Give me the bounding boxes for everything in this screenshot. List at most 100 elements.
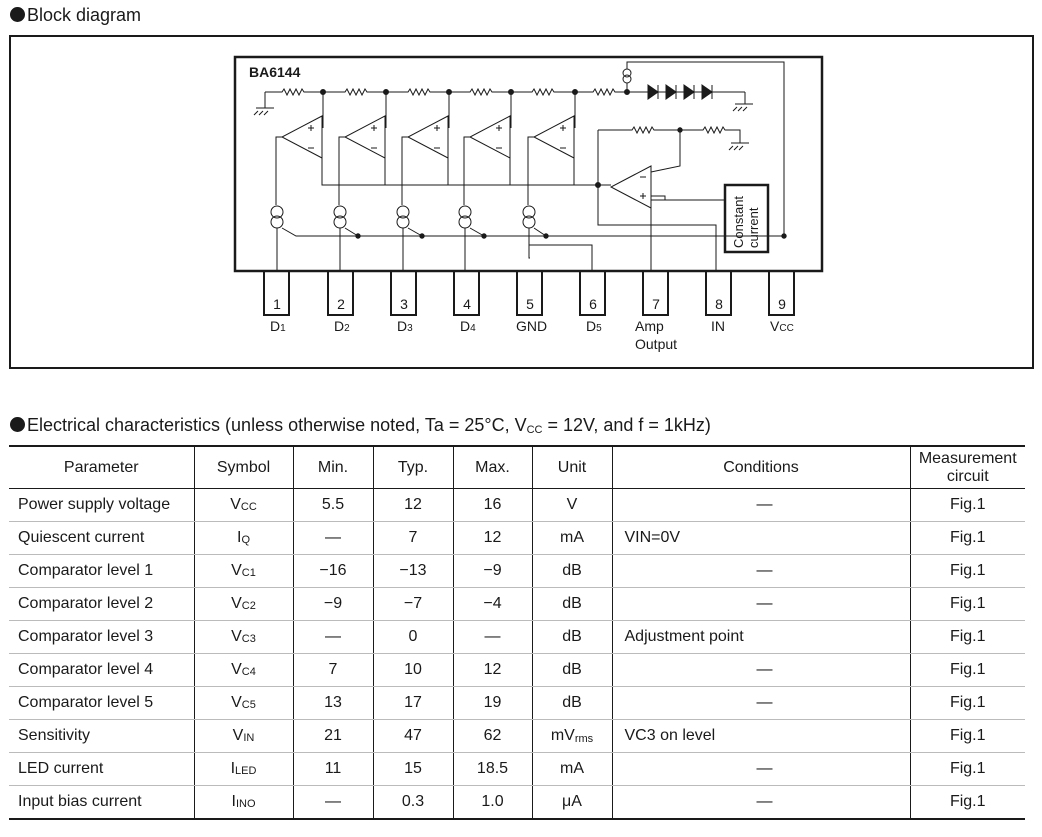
cell-measurement-circuit: Fig.1 [909, 587, 1025, 621]
pin-label-8: IN [711, 318, 725, 334]
cell-min: −9 [292, 587, 374, 621]
cell-conditions: — [611, 488, 911, 522]
cell-symbol: VCC [193, 488, 294, 522]
cell-typ: 0.3 [372, 785, 454, 820]
cell-conditions: — [611, 686, 911, 720]
block-diagram-heading: Block diagram [10, 5, 141, 25]
cell-max: −9 [452, 554, 533, 588]
cell-parameter: Power supply voltage [9, 488, 195, 522]
pin-label-7-line2: Output [635, 336, 677, 352]
pin-label-2: D2 [334, 318, 350, 334]
pin-label-1: D1 [270, 318, 286, 334]
pin-number-7: 7 [652, 296, 660, 312]
pin-number-6: 6 [589, 296, 597, 312]
cell-typ: 15 [372, 752, 454, 786]
pin-label-5: GND [516, 318, 547, 334]
cell-min: −16 [292, 554, 374, 588]
cell-conditions: — [611, 653, 911, 687]
cell-symbol: VC5 [193, 686, 294, 720]
cell-symbol: VIN [193, 719, 294, 753]
cell-conditions: — [611, 785, 911, 820]
pin-label-9: VCC [770, 318, 794, 334]
cell-typ: 12 [372, 488, 454, 522]
cell-measurement-circuit: Fig.1 [909, 719, 1025, 753]
comparator-icons [275, 92, 598, 205]
cell-typ: 7 [372, 521, 454, 555]
pin-number-2: 2 [337, 296, 345, 312]
cell-parameter: Comparator level 2 [9, 587, 195, 621]
cell-typ: −13 [372, 554, 454, 588]
cell-conditions: VC3 on level [611, 719, 911, 753]
cell-unit: dB [531, 587, 613, 621]
cell-max: −4 [452, 587, 533, 621]
cell-parameter: Sensitivity [9, 719, 195, 753]
pin-number-1: 1 [273, 296, 281, 312]
cell-symbol: IQ [193, 521, 294, 555]
cell-parameter: Comparator level 4 [9, 653, 195, 687]
cell-min: 13 [292, 686, 374, 720]
header-min: Min. [292, 445, 374, 489]
header-max: Max. [452, 445, 533, 489]
cell-measurement-circuit: Fig.1 [909, 686, 1025, 720]
pin-label-6: D5 [586, 318, 602, 334]
cell-unit: V [531, 488, 613, 522]
cell-measurement-circuit: Fig.1 [909, 752, 1025, 786]
cell-min: — [292, 620, 374, 654]
elec-heading-prefix: Electrical characteristics (unless other… [27, 415, 527, 435]
block-diagram-title: Block diagram [27, 5, 142, 25]
amplifier-icon [595, 125, 749, 271]
pin-number-5: 5 [526, 296, 534, 312]
cell-conditions: — [611, 752, 911, 786]
cell-unit: mVrms [531, 719, 613, 753]
cell-typ: 0 [372, 620, 454, 654]
cell-max: — [452, 620, 533, 654]
electrical-characteristics-table: Parameter Symbol Min. Typ. Max. Unit Con… [9, 445, 1025, 820]
cell-max: 19 [452, 686, 533, 720]
chip-label: BA6144 [249, 64, 301, 80]
cell-typ: −7 [372, 587, 454, 621]
cell-unit: μA [531, 785, 613, 820]
constant-current-label-1: Constant [731, 196, 746, 248]
header-symbol: Symbol [193, 445, 294, 489]
table-header-row: Parameter Symbol Min. Typ. Max. Unit Con… [9, 445, 1025, 489]
cell-symbol: VC3 [193, 620, 294, 654]
pin-number-8: 8 [715, 296, 723, 312]
cell-measurement-circuit: Fig.1 [909, 785, 1025, 820]
pin-number-9: 9 [778, 296, 786, 312]
cell-typ: 17 [372, 686, 454, 720]
cell-unit: dB [531, 620, 613, 654]
pin-label-3: D3 [397, 318, 413, 334]
cell-max: 16 [452, 488, 533, 522]
cell-measurement-circuit: Fig.1 [909, 653, 1025, 687]
resistor-ladder [253, 87, 640, 116]
cell-conditions: VIN=0V [611, 521, 911, 555]
cell-max: 12 [452, 653, 533, 687]
pin-number-3: 3 [400, 296, 408, 312]
bullet-icon [10, 417, 25, 432]
cell-max: 12 [452, 521, 533, 555]
pin-boxes [263, 270, 795, 316]
cell-measurement-circuit: Fig.1 [909, 488, 1025, 522]
header-unit: Unit [531, 445, 613, 489]
bullet-icon [10, 7, 25, 22]
cell-parameter: Comparator level 5 [9, 686, 195, 720]
current-source-icon [622, 61, 785, 234]
cell-symbol: VC1 [193, 554, 294, 588]
cell-max: 1.0 [452, 785, 533, 820]
constant-current-label-2: current [746, 207, 761, 248]
cell-min: — [292, 785, 374, 820]
cell-min: 7 [292, 653, 374, 687]
cell-min: 11 [292, 752, 374, 786]
cell-conditions: — [611, 554, 911, 588]
cell-min: 5.5 [292, 488, 374, 522]
pin-number-4: 4 [463, 296, 471, 312]
cell-conditions: — [611, 587, 911, 621]
